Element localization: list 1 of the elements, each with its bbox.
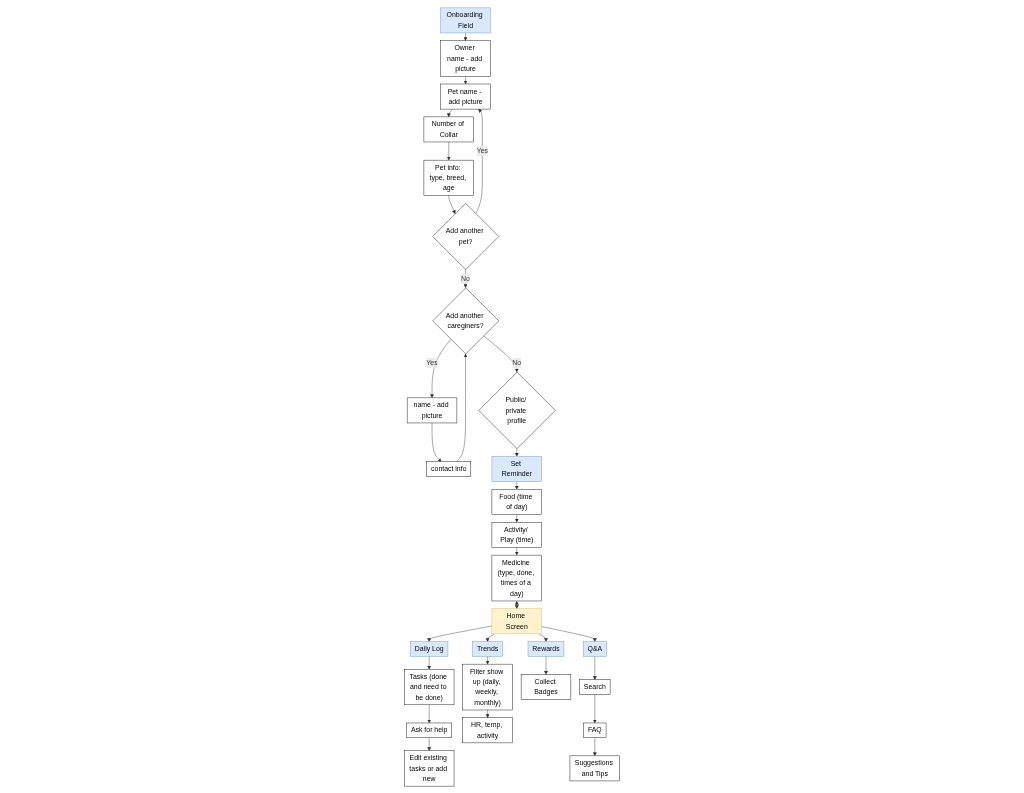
arrow — [514, 600, 519, 609]
